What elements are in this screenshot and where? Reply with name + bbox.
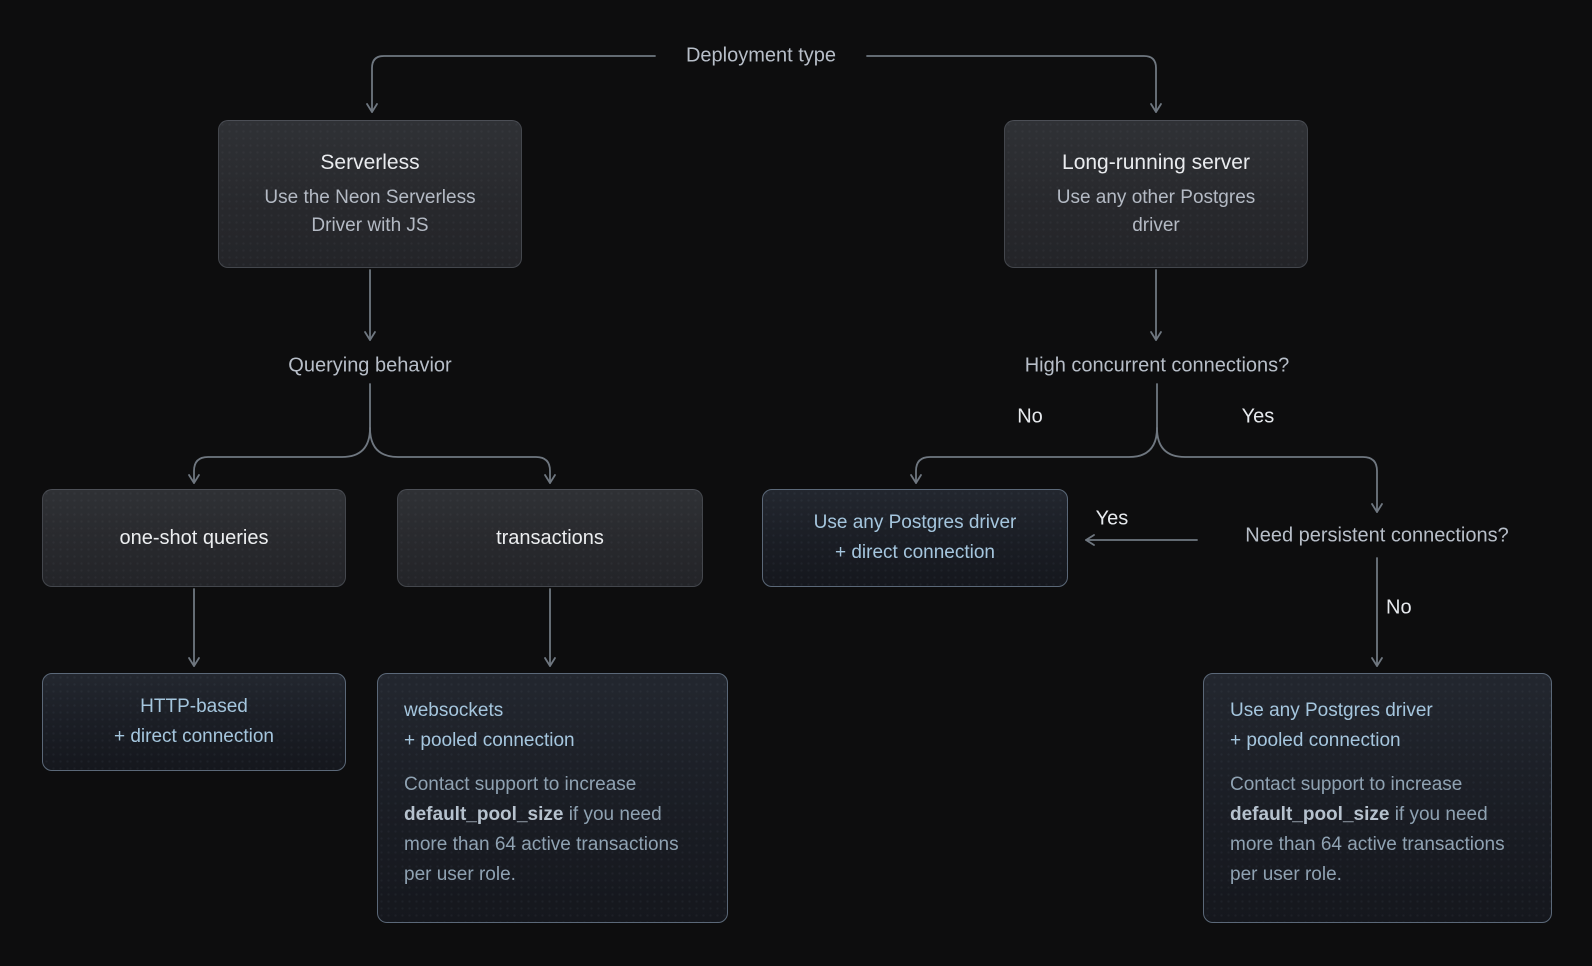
note-text-post: if you need more than 64 active transact…	[404, 804, 679, 885]
node-serverless: Serverless Use the Neon Serverless Drive…	[218, 120, 522, 268]
note-text-pre: Contact support to increase	[404, 774, 637, 795]
edge-label-yes-mid: Yes	[1095, 507, 1129, 530]
node-pooled-note: Contact support to increase default_pool…	[1230, 770, 1525, 890]
connector-highconcurrent-no-to-directdriver	[910, 427, 1158, 484]
root-label: Deployment type	[685, 44, 837, 67]
edge-label-yes-right: Yes	[1241, 405, 1275, 428]
node-long-running-server: Long-running server Use any other Postgr…	[1004, 120, 1308, 268]
node-transactions: transactions	[397, 489, 703, 587]
node-one-shot-queries: one-shot queries	[42, 489, 346, 587]
note-text-pre: Contact support to increase	[1230, 774, 1463, 795]
need-persistent-label: Need persistent connections?	[1245, 524, 1509, 547]
connector-highconcurrent-yes-to-persistent	[1156, 427, 1383, 513]
node-websockets-pooled-connection: websockets + pooled connection Contact s…	[377, 673, 728, 923]
edge-label-no-bottom: No	[1386, 596, 1412, 619]
node-any-driver-pooled-connection: Use any Postgres driver + pooled connect…	[1203, 673, 1552, 923]
node-websockets-line1: websockets	[404, 700, 504, 721]
node-any-driver-direct-line1: Use any Postgres driver	[813, 512, 1017, 533]
node-http-direct-connection: HTTP-based + direct connection	[42, 673, 346, 771]
node-long-running-subtitle: Use any other Postgres driver	[1056, 187, 1256, 236]
node-serverless-subtitle: Use the Neon Serverless Driver with JS	[264, 187, 476, 236]
connector-querying-to-transactions	[369, 427, 556, 484]
node-long-running-title: Long-running server	[1062, 151, 1250, 174]
node-any-driver-direct-line2: + direct connection	[834, 542, 995, 563]
note-text-post: if you need more than 64 active transact…	[1230, 804, 1505, 885]
note-pool-size-term: default_pool_size	[1230, 804, 1390, 825]
note-pool-size-term: default_pool_size	[404, 804, 564, 825]
node-websockets-note: Contact support to increase default_pool…	[404, 770, 701, 890]
high-concurrent-label: High concurrent connections?	[1024, 354, 1290, 377]
querying-behavior-label: Querying behavior	[288, 354, 452, 377]
node-http-line2: + direct connection	[113, 726, 274, 747]
connector-root-to-serverless	[366, 55, 656, 113]
node-pooled-line1: Use any Postgres driver	[1230, 700, 1433, 721]
node-one-shot-label: one-shot queries	[119, 527, 269, 549]
connector-root-to-longrunning	[866, 55, 1162, 113]
node-transactions-label: transactions	[496, 527, 604, 549]
edge-label-no-left: No	[1017, 405, 1043, 428]
node-serverless-title: Serverless	[320, 151, 420, 174]
connector-querying-to-oneshot	[188, 427, 371, 484]
node-http-line1: HTTP-based	[140, 696, 248, 717]
node-pooled-line2: + pooled connection	[1230, 730, 1401, 751]
node-any-driver-direct-connection: Use any Postgres driver + direct connect…	[762, 489, 1068, 587]
node-websockets-line2: + pooled connection	[404, 730, 575, 751]
